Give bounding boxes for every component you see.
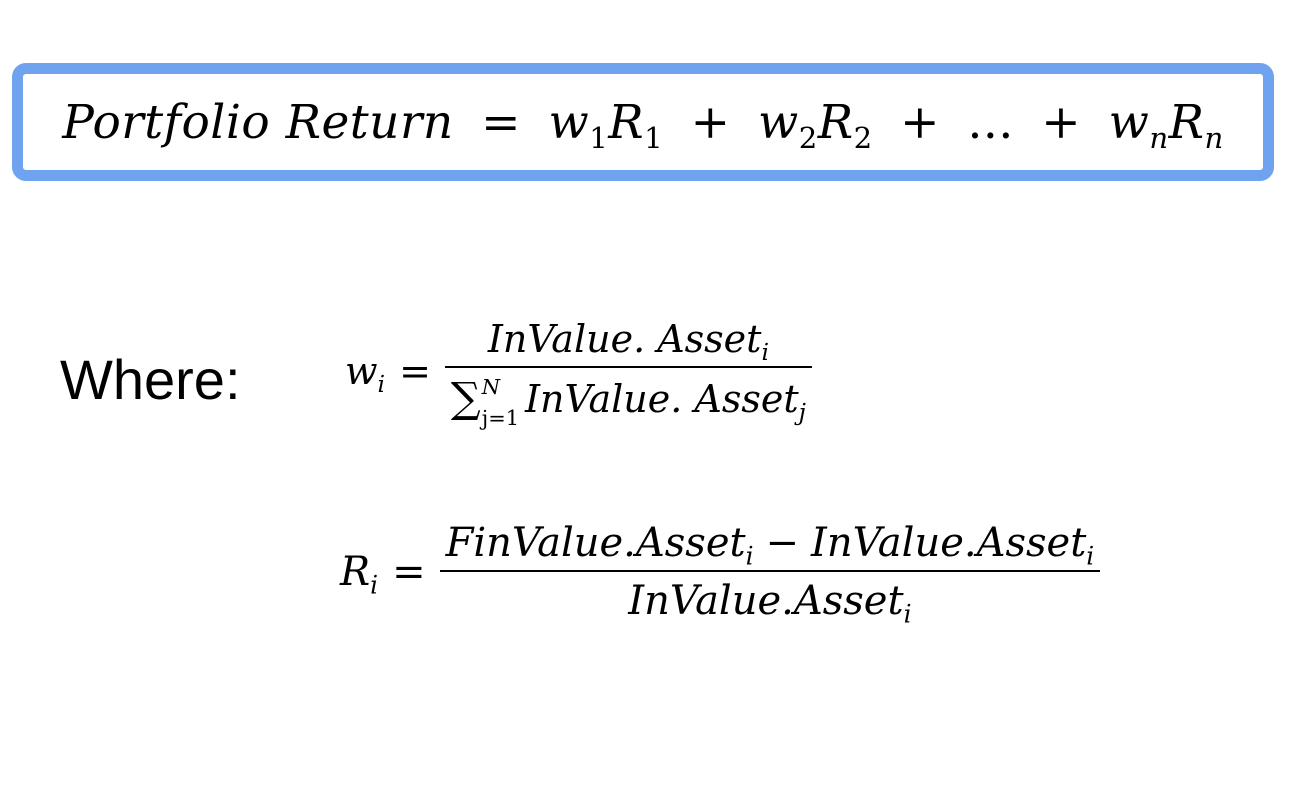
term-2: w2R2 bbox=[757, 94, 873, 155]
plus-sign: + bbox=[1041, 94, 1082, 150]
fraction-bar bbox=[439, 570, 1101, 572]
weight-lhs: wi bbox=[345, 348, 386, 398]
equals-sign: = bbox=[392, 549, 426, 595]
where-label: Where: bbox=[60, 348, 241, 411]
ellipsis: ... bbox=[967, 94, 1014, 150]
return-lhs: Ri bbox=[340, 549, 379, 600]
formula-lhs: Portfolio Return bbox=[62, 94, 454, 150]
plus-sign: + bbox=[690, 94, 731, 150]
equals-sign: = bbox=[399, 348, 431, 393]
equals-sign: = bbox=[481, 94, 522, 150]
fraction-bar bbox=[444, 365, 812, 368]
sum-symbol: ∑ bbox=[450, 372, 481, 422]
term-1: w1R1 bbox=[548, 94, 664, 155]
term-n: wnRn bbox=[1108, 94, 1224, 155]
return-fraction: FinValue.Asseti−InValue.Asseti InValue.A… bbox=[439, 520, 1101, 629]
plus-sign: + bbox=[900, 94, 941, 150]
return-denominator: InValue.Asseti bbox=[628, 578, 912, 629]
portfolio-return-formula: Portfolio Return = w1R1 + w2R2 + ... + w… bbox=[62, 94, 1224, 155]
formula-box: Portfolio Return = w1R1 + w2R2 + ... + w… bbox=[12, 63, 1274, 181]
minus-sign: − bbox=[765, 520, 800, 566]
weight-numerator: InValue. Asseti bbox=[487, 317, 769, 367]
return-equation: Ri = FinValue.Asseti−InValue.Asseti InVa… bbox=[340, 520, 1101, 629]
return-numerator: FinValue.Asseti−InValue.Asseti bbox=[445, 520, 1095, 571]
